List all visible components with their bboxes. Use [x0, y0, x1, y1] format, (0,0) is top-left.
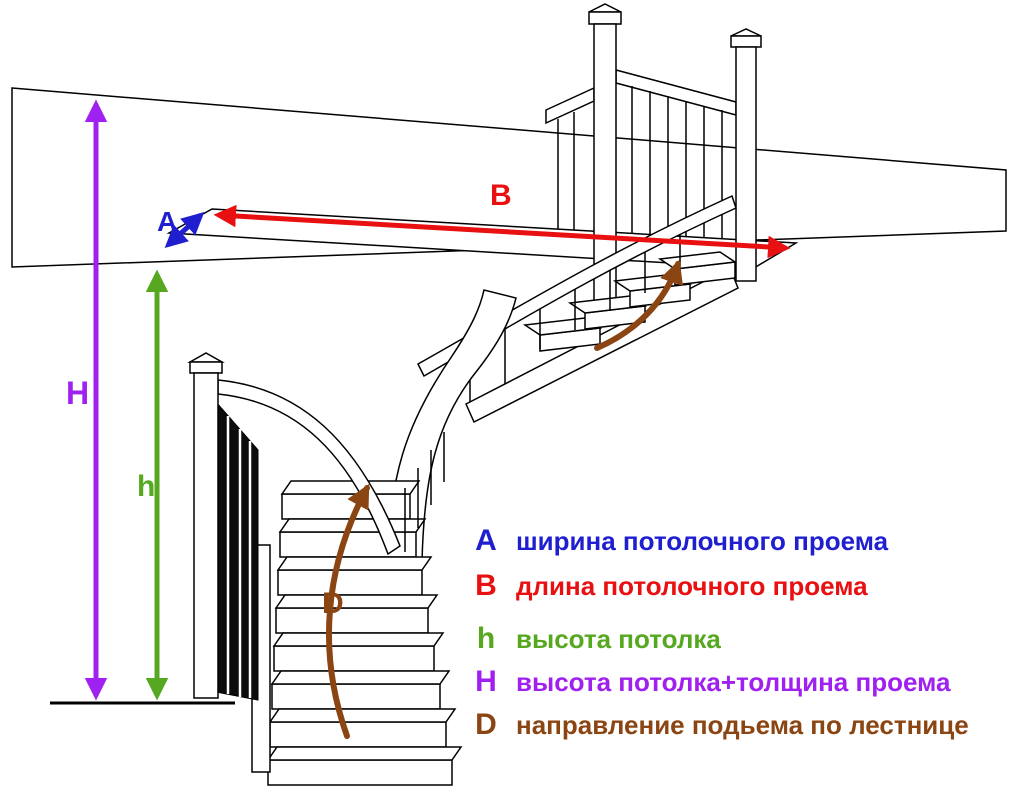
stair-tread [280, 480, 421, 495]
legend-row-D: D направление подьема по лестнице [464, 708, 969, 742]
stair-riser [273, 645, 435, 672]
legend-text-h: высота потолка [516, 624, 721, 654]
newel-post [193, 372, 219, 699]
upper-rail-right [615, 69, 737, 116]
legend-row-H: H высота потолка+толщина проема [464, 665, 950, 699]
label-D: D [322, 587, 344, 620]
stair-tread [270, 670, 451, 685]
legend-row-B: B длина потолочного проема [464, 569, 868, 603]
stair-tread [266, 746, 463, 761]
stair-tread [268, 708, 457, 723]
arrow-D-lower [325, 483, 370, 739]
newel-post-finial [187, 352, 225, 363]
stair-tread [274, 594, 439, 609]
newel-post-cap [730, 35, 762, 48]
lower-flight [187, 352, 463, 786]
legend-text-H: высота потолка+толщина проема [516, 667, 951, 697]
label-h: h [137, 470, 155, 503]
newel-post-cap [588, 11, 622, 25]
dimension-arrows [84, 99, 791, 739]
legend-letter-H: H [475, 665, 497, 698]
arrow-B [213, 204, 791, 259]
winder-stringer [388, 289, 517, 563]
arrow-D-upper [594, 259, 683, 351]
newel-post-finial [730, 28, 762, 37]
legend-text-D: направление подьема по лестнице [516, 710, 969, 740]
legend-row-A: A ширина потолочного проема [464, 524, 888, 558]
winder [388, 289, 517, 563]
stair-riser [277, 569, 423, 596]
stair-riser [275, 607, 429, 634]
stair-riser [271, 683, 441, 710]
dimension-labels: H h A B D [66, 179, 512, 620]
newel-post-finial [588, 3, 622, 13]
arrow-A [164, 211, 205, 249]
stair-riser [269, 721, 447, 748]
legend-text-A: ширина потолочного проема [516, 526, 889, 556]
label-B: B [490, 179, 512, 212]
upper-rail-left [545, 86, 595, 125]
legend-letter-h: h [476, 622, 496, 655]
stair-tread [276, 556, 433, 571]
lower-handrail [217, 379, 401, 556]
newel-post-tall [593, 23, 617, 343]
legend-letter-D: D [475, 708, 497, 741]
legend-letter-B: B [475, 569, 497, 602]
legend-letter-A: A [475, 524, 497, 557]
newel-post-cap [189, 361, 223, 374]
legend-text-B: длина потолочного проема [516, 571, 868, 601]
label-A: A [157, 206, 177, 237]
balustrade-panel [215, 400, 259, 701]
label-H: H [66, 375, 89, 411]
stair-tread [272, 632, 445, 647]
stair-riser [281, 493, 411, 520]
ceiling-slab [11, 87, 1007, 269]
legend-row-h: h высота потолка [464, 622, 721, 656]
stair-riser [267, 759, 453, 786]
